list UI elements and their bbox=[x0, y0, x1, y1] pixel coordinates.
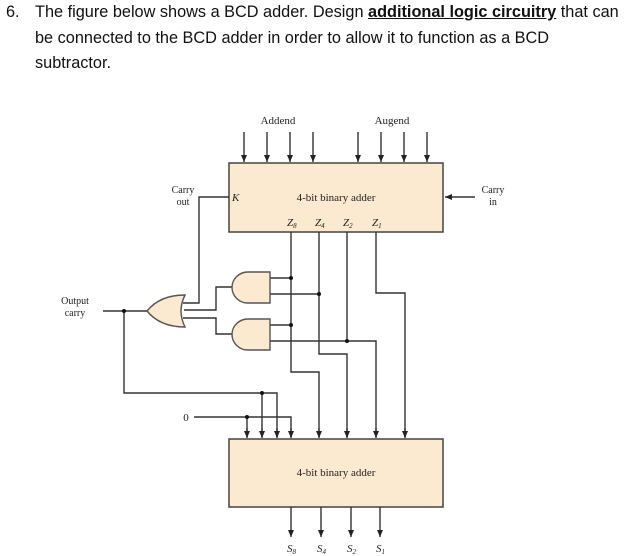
question-emphasis: additional logic circuitry bbox=[368, 3, 557, 21]
z-label: Z1 bbox=[372, 217, 382, 230]
z-label: Z2 bbox=[343, 217, 353, 230]
top-4bit-adder bbox=[228, 162, 444, 233]
carry-in-label: in bbox=[489, 197, 497, 208]
carry-out-label: Carry bbox=[172, 185, 195, 196]
s-label: S1 bbox=[376, 543, 385, 556]
junction-dots bbox=[122, 276, 349, 419]
input-arrows bbox=[241, 132, 430, 162]
z-output-labels: Z8 Z4 Z2 Z1 bbox=[287, 217, 382, 230]
bottom-adder-label: 4-bit binary adder bbox=[297, 467, 376, 479]
carry-in-label: Carry bbox=[482, 185, 505, 196]
question-text: The figure below shows a BCD adder. Desi… bbox=[35, 0, 625, 77]
s-output-labels: S8 S4 S2 S1 bbox=[287, 543, 385, 556]
and-gate-1 bbox=[231, 271, 271, 304]
carry-out-label: out bbox=[177, 197, 190, 208]
zero-input-label: 0 bbox=[183, 412, 189, 424]
question-text-part: The figure below shows a BCD adder. Desi… bbox=[35, 3, 369, 21]
top-adder-label: 4-bit binary adder bbox=[297, 192, 376, 204]
sum-output-arrows bbox=[288, 507, 383, 537]
output-carry-label: carry bbox=[65, 308, 86, 319]
question-text-part: that can be connected to the BCD adder i… bbox=[35, 3, 619, 72]
z-label: Z4 bbox=[315, 217, 325, 230]
s-label: S2 bbox=[347, 543, 357, 556]
question-number: 6. bbox=[6, 3, 20, 21]
addend-label: Addend bbox=[261, 115, 296, 127]
k-label: K bbox=[231, 192, 240, 204]
s-label: S8 bbox=[287, 543, 297, 556]
wires bbox=[103, 196, 408, 438]
augend-label: Augend bbox=[375, 115, 410, 127]
or-gate bbox=[146, 294, 187, 328]
and-gate-2 bbox=[231, 318, 271, 351]
s-label: S4 bbox=[317, 543, 327, 556]
bottom-4bit-adder bbox=[228, 438, 444, 508]
z-label: Z8 bbox=[287, 217, 297, 230]
output-carry-label: Output bbox=[61, 296, 89, 307]
